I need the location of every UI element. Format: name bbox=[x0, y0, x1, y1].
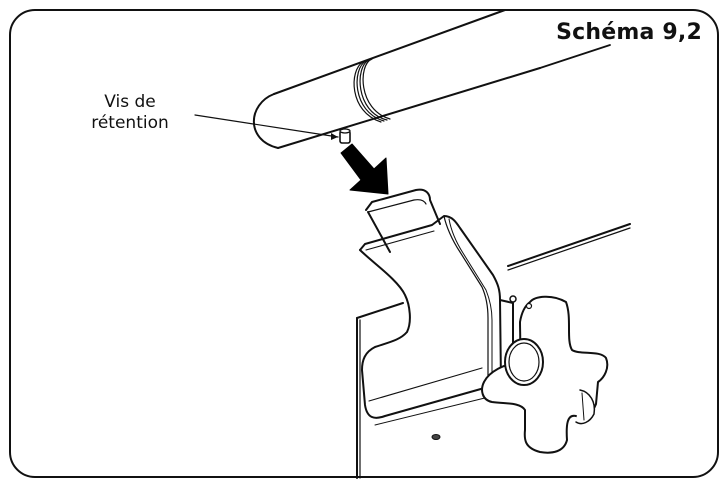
figure-title: Schéma 9,2 bbox=[556, 20, 702, 45]
bracket bbox=[359, 188, 517, 440]
down-arrow-icon bbox=[340, 143, 389, 195]
tube bbox=[252, 9, 541, 149]
callout-retention-screw: Vis de rétention bbox=[62, 92, 198, 134]
callout-label-line1: Vis de bbox=[104, 92, 156, 112]
title-underline-stroke bbox=[539, 44, 611, 69]
figure-frame bbox=[9, 9, 719, 478]
star-knob-icon bbox=[481, 295, 609, 454]
callout-leader-line bbox=[194, 114, 339, 138]
retention-screw-icon bbox=[339, 128, 351, 144]
callout-label-line2: rétention bbox=[91, 113, 169, 133]
mounting-plate bbox=[356, 223, 631, 479]
